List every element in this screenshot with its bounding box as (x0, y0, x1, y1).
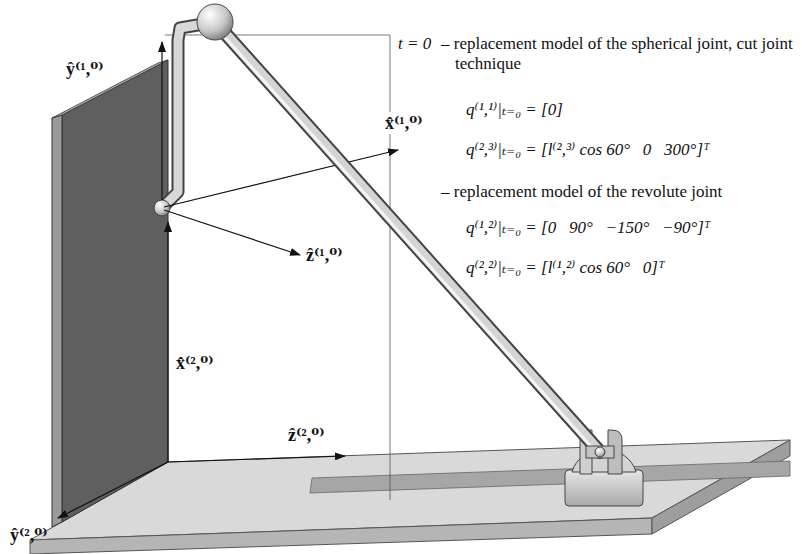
equation: q⁽²,³⁾|ₜ₌₀ = [l⁽²,³⁾ cos 60° 0 300°]ᵀ (466, 140, 710, 160)
plane-outline (165, 35, 390, 500)
axis-label: x̂⁽²,⁰⁾ (176, 352, 214, 374)
frame-1-axes (162, 42, 398, 255)
axis-label: ŷ⁽¹,⁰⁾ (66, 58, 104, 80)
note-text: – replacement model of the revolute join… (441, 182, 800, 202)
equation: q⁽¹,²⁾|ₜ₌₀ = [0 90° −150° −90°]ᵀ (466, 218, 710, 238)
slider-revolute-joint (565, 430, 643, 506)
axis-label: ẑ⁽¹,⁰⁾ (306, 244, 343, 266)
frame-2-axes (58, 222, 345, 518)
time-label: t = 0 (396, 34, 433, 54)
note-text: – replacement model of the spherical joi… (441, 34, 800, 74)
axis-label: x̂⁽¹,⁰⁾ (383, 112, 425, 134)
equation: q⁽²,²⁾|ₜ₌₀ = [l⁽¹,²⁾ cos 60° 0]ᵀ (466, 258, 665, 278)
axis-label: ŷ⁽²,⁰⁾ (10, 524, 48, 546)
equation: q⁽¹,¹⁾|ₜ₌₀ = [0] (466, 100, 563, 120)
crank-arm (154, 22, 215, 216)
wall-plate (52, 60, 168, 527)
axis-label: ẑ⁽²,⁰⁾ (288, 424, 325, 446)
